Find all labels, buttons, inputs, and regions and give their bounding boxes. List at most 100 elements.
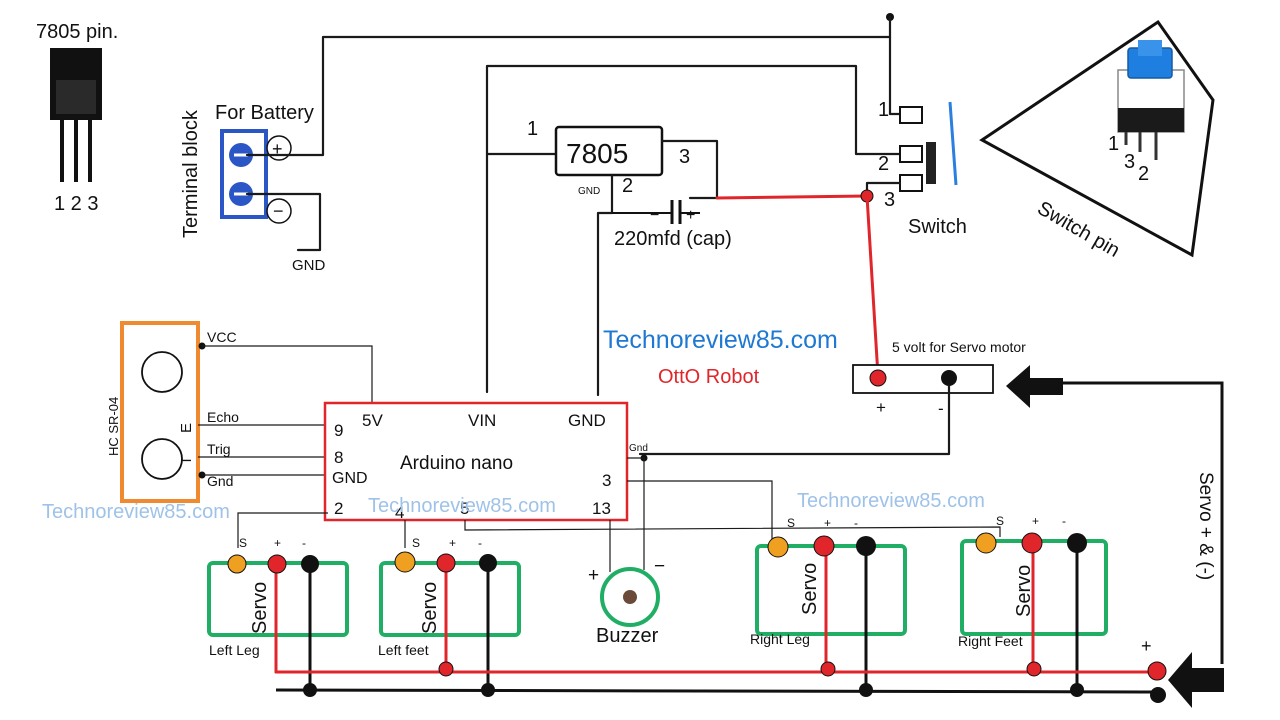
arduino-pin-4: 4 [395,503,404,522]
servo-signal-terminal [394,551,416,573]
switch-pin2-label: 2 [878,153,889,175]
buzzer: + − Buzzer [588,556,665,647]
terminal-block-title: Terminal block [180,109,202,238]
arduino-pin-5: 5 [460,499,469,518]
switch-pin-num-3: 3 [1124,151,1135,173]
ultrasonic-sensor: HC SR-04 E T VCC Echo Trig Gnd [106,321,373,503]
bus-node [859,683,873,697]
bus-node [1026,661,1042,677]
battery-minus-icon [266,198,292,224]
buzzer-minus-label: − [654,556,665,577]
main-watermark-link[interactable]: Technoreview85.com [603,326,838,354]
arduino-pin-8: 8 [334,448,343,467]
servo-minus-terminal [479,554,497,572]
servo-plus-terminal [1021,532,1043,554]
switch-pin3-label: 3 [884,189,895,211]
ultrasonic-echo-label: Echo [207,409,239,425]
servo-minus-label: - [302,536,306,550]
servo-signal-terminal [227,554,247,574]
servo-caption: Left feet [378,642,429,658]
bus-minus-terminal [1150,687,1166,703]
watermark-center: Technoreview85.com [368,495,556,517]
switch-pin1-wire [888,35,902,116]
bus-plus-terminal [1147,661,1167,681]
servo-minus-label: - [854,516,858,530]
capacitor-plus-label: + [686,207,695,224]
servo-power-label: 5 volt for Servo motor [892,339,1026,355]
ultrasonic-t-label: T [178,456,195,465]
servo-minus-terminal [856,536,876,556]
bus-node [303,683,317,697]
switch-pin1-pad [899,106,923,124]
switch-pin2-pad [899,145,923,163]
servo-plus-terminal [267,554,287,574]
push-switch-cap [1138,40,1162,56]
arduino-pin-5v: 5V [362,411,383,430]
servo-right-leg: Servo S + - Right Leg [750,516,907,690]
servo-bus-return-wire [1060,381,1224,664]
servo-signal-terminal [975,532,997,554]
arduino-pin-2: 2 [334,499,343,518]
arrow-left-icon [1006,365,1063,408]
ultrasonic-vcc-label: VCC [207,329,237,345]
servo-name-label: Servo [249,582,271,634]
regulator-circuit: 7805 1 3 2 GND − + 220mfd (cap) [485,13,902,397]
switch-label: Switch [908,216,967,238]
arduino-nano: Arduino nano 5V VIN GND 9 8 GND 2 4 5 13… [323,401,648,522]
regulator-pin-title: 7805 pin. [36,21,118,43]
servo-plus-label: + [824,516,831,530]
pin2-signal-wire [237,512,328,548]
switch-body-icon [926,142,936,184]
servo-power-minus-terminal [941,370,957,386]
servo-left-leg: Servo S + - Left Leg [207,536,349,690]
switch-pin-num-2: 2 [1138,163,1149,185]
arduino-pin-3: 3 [602,471,611,490]
pin3-signal-wire [627,480,773,547]
vcc-wire [202,345,373,406]
servo-left-feet: Servo S + - Left feet [378,536,521,690]
bus-label: Servo + & (-) [1195,472,1216,580]
signal-wires [237,457,1001,572]
regulator-gnd-mark: GND [578,186,600,197]
servo-minus-terminal [301,555,319,573]
switch-pin-num-1: 1 [1108,133,1119,155]
battery-gnd-wire [245,192,322,252]
bus-node [1070,683,1084,697]
buzzer-gnd-wire [627,457,645,570]
servo-s-label: S [996,514,1004,528]
bus-node [481,683,495,697]
push-switch-base [1118,108,1184,132]
for-battery-label: For Battery [215,102,314,124]
ultrasonic-transducer-icon [141,438,183,480]
regulator-gnd-wire [596,173,614,397]
servo-minus-label: - [1062,514,1066,528]
servo-s-label: S [787,516,795,530]
servo-caption: Left Leg [209,642,260,658]
regulator-face [56,80,96,114]
servo-power-plus-terminal [869,369,887,387]
servo-gnd-wire [638,384,951,456]
servo-supply-red-wire [865,194,880,378]
servo-power-bus: + Servo + & (-) [274,472,1224,708]
vin-wire [485,64,902,394]
servo-name-label: Servo [1013,565,1035,617]
servo-plus-label: + [449,536,456,550]
arduino-pin-gnd-left: GND [332,470,368,487]
servo-minus-terminal [1067,533,1087,553]
buzzer-label: Buzzer [596,625,659,647]
capacitor-label: 220mfd (cap) [614,228,732,250]
ultrasonic-gnd-label: Gnd [207,473,233,489]
servo-s-label: S [239,536,247,550]
arduino-gnd-small: Gnd [629,443,648,454]
ultrasonic-e-label: E [178,423,195,433]
regulator-pin3-label: 3 [679,146,690,168]
watermark-right: Technoreview85.com [797,490,985,512]
servo-caption: Right Leg [750,631,810,647]
otto-robot-title: OttO Robot [658,366,760,388]
ultrasonic-transducer-icon [141,351,183,393]
switch-pin-triangle [979,19,1215,258]
bus-node [438,661,454,677]
bus-minus-line [275,688,1158,694]
regulator-output-red-wire [715,194,869,200]
